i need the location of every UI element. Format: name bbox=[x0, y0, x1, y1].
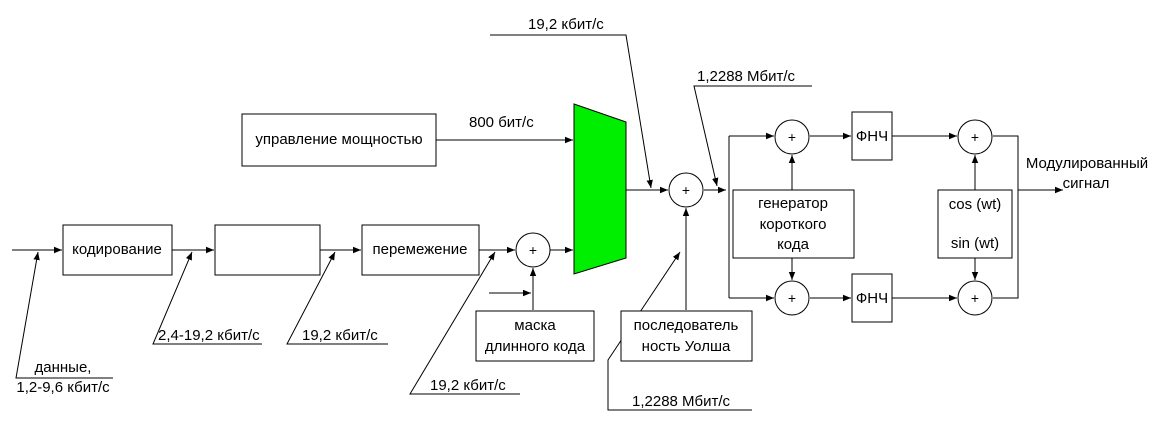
adder-symbol: + bbox=[682, 182, 690, 198]
leader-rate-after-repeat bbox=[286, 251, 388, 345]
leader-rate-after-coding bbox=[152, 251, 262, 345]
rate-top: 19,2 кбит/с bbox=[528, 16, 604, 33]
rate-after-repeat: 19,2 кбит/с bbox=[302, 327, 378, 344]
leader-rate-top bbox=[490, 34, 653, 189]
chip-rate-top: 1,2288 Мбит/с bbox=[697, 68, 796, 85]
mixer-top: + bbox=[957, 119, 993, 155]
interleaving-label: перемежение bbox=[372, 241, 467, 258]
adder-walsh: + bbox=[668, 172, 704, 208]
carrier-sin-label: sin (wt) bbox=[951, 235, 999, 252]
multiplexer bbox=[573, 103, 627, 275]
adder-symbol: + bbox=[788, 129, 796, 145]
input-data-line1: данные, bbox=[35, 359, 92, 376]
long-code-mask-block: маска длинного кода bbox=[475, 310, 595, 362]
interleaving-block: перемежение bbox=[361, 224, 480, 276]
short-code-generator-line3: кода bbox=[777, 236, 809, 253]
adder-short-code-bottom: + bbox=[774, 280, 810, 316]
adder-symbol: + bbox=[529, 242, 537, 258]
leader-rate-long-code bbox=[409, 251, 520, 395]
carrier-cos-label: cos (wt) bbox=[949, 196, 1002, 213]
rate-labels: данные, 1,2-9,6 кбит/с 2,4-19,2 кбит/с 1… bbox=[16, 16, 1148, 410]
adder-symbol: + bbox=[971, 129, 979, 145]
adder-symbol: + bbox=[971, 290, 979, 306]
short-code-generator-line1: генератор bbox=[758, 195, 828, 212]
short-code-generator-line2: короткого bbox=[760, 216, 827, 233]
rate-power-control: 800 бит/с bbox=[469, 114, 534, 131]
lpf-bottom-label: ФНЧ bbox=[856, 290, 888, 307]
short-code-generator-block: генератор короткого кода bbox=[732, 189, 855, 259]
lpf-top-label: ФНЧ bbox=[856, 128, 888, 145]
output-line2: сигнал bbox=[1063, 175, 1110, 192]
adder-symbol: + bbox=[788, 290, 796, 306]
leader-input-data bbox=[15, 251, 113, 379]
long-code-mask-line2: длинного кода bbox=[485, 338, 586, 355]
repeat-block bbox=[214, 224, 321, 276]
carrier-block: cos (wt) sin (wt) bbox=[937, 189, 1013, 259]
adder-short-code-top: + bbox=[774, 119, 810, 155]
walsh-sequence-line1: последователь bbox=[634, 317, 739, 334]
walsh-sequence-block: последователь ность Уолша bbox=[620, 310, 753, 362]
connections bbox=[12, 132, 1063, 310]
output-line1: Модулированный bbox=[1026, 155, 1148, 172]
lpf-top-block: ФНЧ bbox=[851, 111, 893, 161]
label-leaders bbox=[15, 34, 812, 411]
leader-chip-rate-walsh bbox=[607, 251, 752, 411]
walsh-sequence-line2: ность Уолша bbox=[642, 338, 731, 355]
coding-block: кодирование bbox=[62, 224, 173, 276]
leader-chip-rate-top bbox=[693, 85, 812, 187]
coding-label: кодирование bbox=[72, 241, 162, 258]
power-control-label: управление мощностью bbox=[255, 131, 422, 148]
adder-long-code: + bbox=[515, 232, 551, 268]
chip-rate-walsh: 1,2288 Мбит/с bbox=[632, 393, 731, 410]
lpf-bottom-block: ФНЧ bbox=[851, 273, 893, 323]
rate-after-coding: 2,4-19,2 кбит/с bbox=[158, 327, 260, 344]
long-code-mask-line1: маска bbox=[514, 317, 556, 334]
rate-long-code: 19,2 кбит/с bbox=[430, 377, 506, 394]
input-data-line2: 1,2-9,6 кбит/с bbox=[16, 379, 110, 396]
mixer-bottom: + bbox=[957, 280, 993, 316]
power-control-block: управление мощностью bbox=[241, 113, 437, 167]
